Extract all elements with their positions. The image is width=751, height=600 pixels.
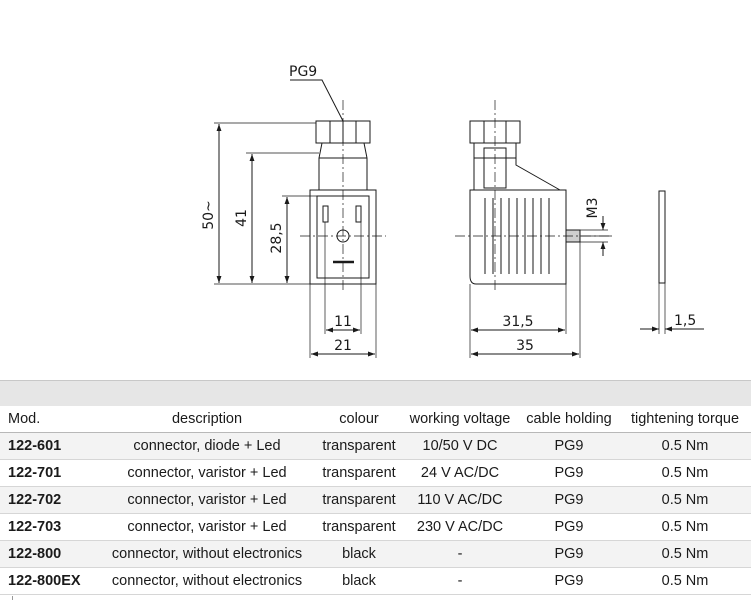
cell-torque: 0.5 Nm <box>661 492 709 508</box>
table-row: 122-601 connector, diode + Led transpare… <box>0 433 751 460</box>
cell-cable: PG9 <box>554 573 584 589</box>
cell-description: connector, without electronics <box>111 546 303 562</box>
cell-colour: transparent <box>322 465 396 481</box>
cell-colour: black <box>342 573 376 589</box>
pg9-label: PG9 <box>289 64 317 80</box>
cell-voltage: 24 V AC/DC <box>420 465 500 481</box>
height-inner-label: 28,5 <box>269 222 285 253</box>
cell-cable: PG9 <box>554 546 584 562</box>
height-total-label: 50~ <box>201 200 217 230</box>
cell-voltage: - <box>457 573 463 589</box>
width-side-inner-label: 31,5 <box>502 314 533 330</box>
footer-tick <box>12 596 13 600</box>
cell-mod: 122-701 <box>8 465 62 481</box>
cell-description: connector, varistor + Led <box>127 465 287 481</box>
cell-mod: 122-800 <box>8 546 62 562</box>
cell-voltage: - <box>457 546 463 562</box>
cell-description: connector, without electronics <box>111 573 303 589</box>
col-header-cable: cable holding <box>526 411 612 427</box>
front-view <box>214 79 386 358</box>
col-header-mod: Mod. <box>8 411 41 427</box>
height-body-label: 41 <box>234 209 250 227</box>
spec-table: Mod. description colour working voltage … <box>0 380 751 595</box>
table-row: 122-703 connector, varistor + Led transp… <box>0 514 751 541</box>
cell-voltage: 110 V AC/DC <box>417 492 503 508</box>
thickness-label: 1,5 <box>674 313 696 329</box>
col-header-colour: colour <box>339 411 379 427</box>
width-front-label: 21 <box>334 338 352 354</box>
cell-colour: transparent <box>322 519 396 535</box>
cell-voltage: 230 V AC/DC <box>416 519 504 535</box>
cell-colour: transparent <box>322 438 396 454</box>
cell-mod: 122-800EX <box>8 573 81 589</box>
cell-description: connector, varistor + Led <box>127 519 287 535</box>
cell-colour: black <box>342 546 376 562</box>
cell-description: connector, diode + Led <box>133 438 281 454</box>
table-header-row: Mod. description colour working voltage … <box>0 406 751 433</box>
table-row: 122-701 connector, varistor + Led transp… <box>0 460 751 487</box>
cell-voltage: 10/50 V DC <box>422 438 498 454</box>
cell-torque: 0.5 Nm <box>661 573 709 589</box>
cell-description: connector, varistor + Led <box>127 492 287 508</box>
table-row: 122-702 connector, varistor + Led transp… <box>0 487 751 514</box>
cell-torque: 0.5 Nm <box>661 438 709 454</box>
cell-mod: 122-601 <box>8 438 62 454</box>
col-header-voltage: working voltage <box>409 411 511 427</box>
width-inner-label: 11 <box>334 314 352 330</box>
cell-mod: 122-703 <box>8 519 62 535</box>
cell-mod: 122-702 <box>8 492 62 508</box>
technical-drawing: PG9 50~ 41 28,5 11 21 31,5 35 M3 1,5 <box>201 64 704 358</box>
cell-colour: transparent <box>322 492 396 508</box>
cell-cable: PG9 <box>554 519 584 535</box>
cell-torque: 0.5 Nm <box>661 465 709 481</box>
cell-cable: PG9 <box>554 438 584 454</box>
thread-label: M3 <box>585 198 601 219</box>
table-row: 122-800EX connector, without electronics… <box>0 568 751 595</box>
cell-torque: 0.5 Nm <box>661 546 709 562</box>
col-header-torque: tightening torque <box>630 411 740 427</box>
gasket-view <box>640 190 704 334</box>
cell-torque: 0.5 Nm <box>661 519 709 535</box>
col-header-description: description <box>171 411 243 427</box>
table-row: 122-800 connector, without electronics b… <box>0 541 751 568</box>
cell-cable: PG9 <box>554 465 584 481</box>
cell-cable: PG9 <box>554 492 584 508</box>
width-side-label: 35 <box>516 338 534 354</box>
table-top-band <box>0 380 751 406</box>
side-view <box>455 100 612 358</box>
